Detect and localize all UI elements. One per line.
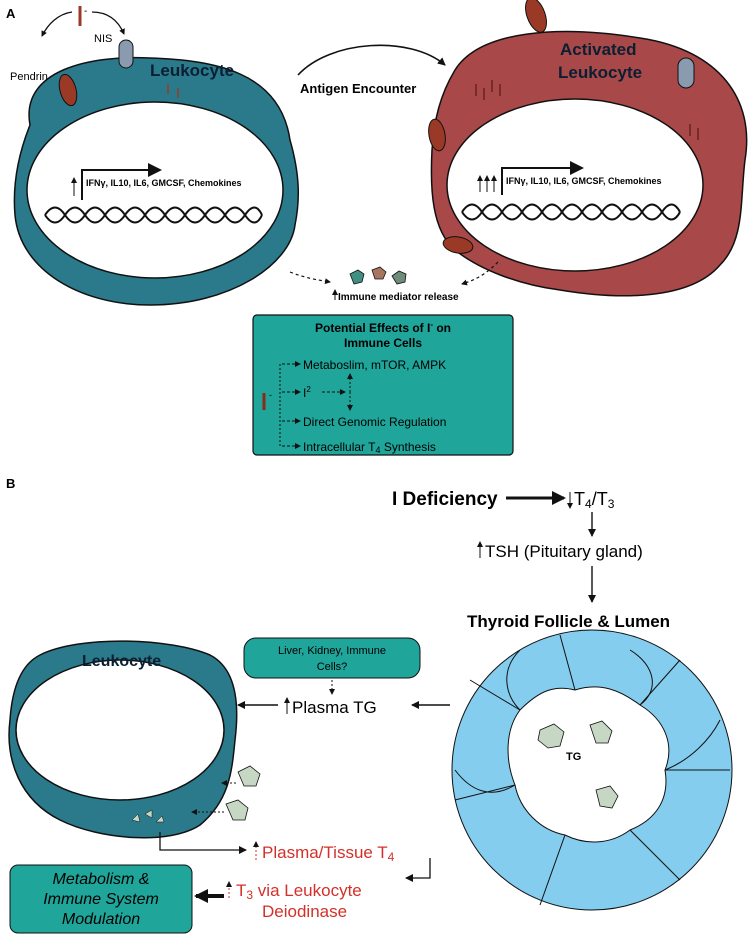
t4t3-label: T4/T3 (574, 489, 615, 511)
tg-uptake-icons (225, 765, 261, 821)
leukocyte-b-nucleus (15, 659, 225, 801)
nis-label: NIS (94, 33, 112, 45)
pendrin-label: Pendrin (10, 71, 48, 83)
plasma-tg-label: Plasma TG (292, 698, 377, 717)
leukocyte-cell-a (13, 56, 300, 306)
activated-label-line1: Activated (560, 40, 637, 59)
iodide-minus-box: - (269, 390, 272, 400)
antigen-encounter-label: Antigen Encounter (300, 81, 416, 96)
metabolism-line2: Immune System (43, 891, 159, 908)
metabolism-line3: Modulation (62, 911, 140, 928)
up-arrows-icon-activated (477, 175, 497, 192)
nis-icon-activated (677, 57, 695, 89)
iodide-arrow-right (91, 11, 125, 35)
liver-line1: Liver, Kidney, Immune (278, 645, 386, 657)
effect-t4-synthesis: Intracellular T4 Synthesis (303, 440, 436, 455)
leukocyte-label-b: Leukocyte (82, 653, 161, 670)
liver-kidney-box: Liver, Kidney, Immune Cells? (243, 637, 421, 679)
thyroid-follicle (451, 629, 733, 911)
effect-i2: I2 (303, 385, 311, 400)
panel-a-label: A (6, 6, 16, 21)
transcription-arrow (81, 163, 162, 200)
intracellular-iodide-icon (167, 84, 179, 98)
transcription-arrow-activated (501, 161, 584, 195)
leukocyte-to-t4-arrow (159, 832, 247, 854)
leukocyte-label-a: Leukocyte (150, 61, 234, 80)
antigen-encounter-arrow (297, 44, 446, 76)
mediator-arrow-left (289, 271, 331, 285)
metabolism-box: Metabolism & Immune System Modulation (9, 864, 193, 934)
effect-metabolism: Metaboslim, mTOR, AMPK (303, 358, 446, 372)
genes-label-a: IFNγ, IL10, IL6, GMCSF, Chemokines (86, 178, 242, 188)
i-deficiency-label: I Deficiency (392, 489, 498, 510)
tsh-label: TSH (Pituitary gland) (485, 542, 643, 561)
activated-nucleus (446, 98, 704, 272)
immune-mediator-icons (349, 266, 407, 285)
pendrin-icon-activated-left (428, 118, 446, 152)
intracellular-iodide-icons-activated (475, 80, 699, 140)
activated-label-line2: Leukocyte (558, 63, 642, 82)
pendrin-icon (58, 73, 78, 107)
pendrin-icon-activated-top (525, 0, 547, 33)
thyroid-label: Thyroid Follicle & Lumen (467, 612, 670, 631)
dna-helix-a (44, 206, 263, 224)
immune-mediator-label: Immune mediator release (338, 292, 459, 303)
dna-helix-activated (461, 203, 681, 221)
leukocyte-cell-b (8, 640, 238, 839)
liver-line2: Cells? (317, 661, 348, 673)
genes-label-activated: IFNγ, IL10, IL6, GMCSF, Chemokines (506, 176, 662, 186)
t3-via-label: T3 via Leukocyte (236, 881, 362, 902)
deiodinase-label: Deiodinase (262, 902, 347, 921)
t4-to-t3-arrow (405, 858, 431, 882)
leukocyte-nucleus (26, 101, 284, 279)
t4-fragment-icons (131, 809, 165, 823)
tg-label: TG (566, 751, 581, 763)
effects-title-line1: Potential Effects of I- on (315, 320, 451, 335)
iodide-minus: - (84, 6, 87, 17)
activated-leukocyte-cell (430, 30, 748, 297)
effects-title-line2: Immune Cells (344, 336, 422, 350)
tg-protein-icons (537, 720, 619, 809)
panel-b-label: B (6, 476, 15, 491)
effect-genomic: Direct Genomic Regulation (303, 415, 446, 429)
plasma-tissue-t4-label: Plasma/Tissue T4 (262, 843, 395, 864)
pendrin-icon-activated-bottom (442, 236, 474, 254)
metabolism-line1: Metabolism & (53, 871, 150, 888)
effects-box: Potential Effects of I- on Immune Cells … (252, 314, 514, 456)
nis-icon (118, 39, 134, 69)
iodide-arrow-left (41, 11, 73, 37)
